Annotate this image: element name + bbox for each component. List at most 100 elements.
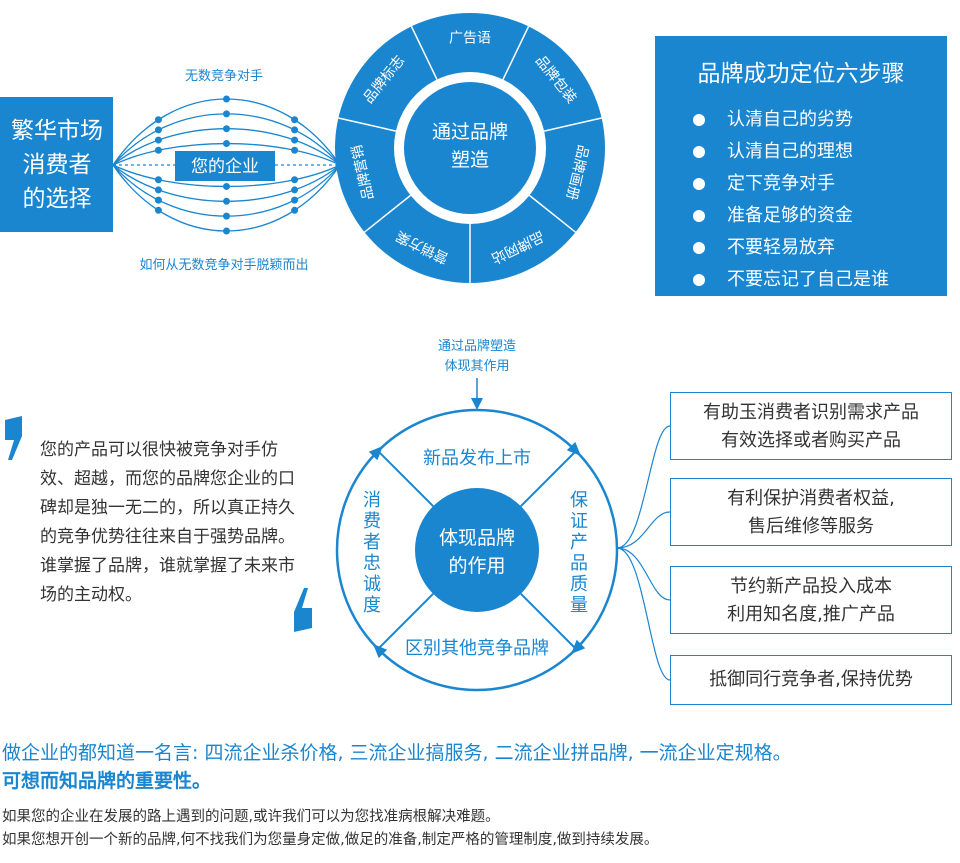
competitor-dot bbox=[154, 116, 162, 124]
bottom-line-1: 做企业的都知道一名言: 四流企业杀价格, 三流企业搞服务, 二流企业拼品牌, 一… bbox=[2, 742, 792, 764]
competitor-dot bbox=[223, 110, 230, 118]
six-steps-box: 品牌成功定位六步骤 认清自己的劣势 认清自己的理想 定下竞争对手 准备足够的资金… bbox=[655, 36, 947, 296]
cycle-left-label: 忠 bbox=[363, 553, 381, 574]
wheel-divider bbox=[363, 194, 412, 233]
competitor-dot bbox=[291, 206, 299, 214]
benefit-box-2: 有利保护消费者权益, 售后维修等服务 bbox=[670, 478, 952, 546]
cycle-left-label: 者 bbox=[363, 532, 381, 553]
benefit-1-line-1: 有助玉消费者识别需求产品 bbox=[703, 402, 919, 423]
benefit-2-line-2: 售后维修等服务 bbox=[748, 516, 874, 537]
competitor-dot bbox=[291, 146, 299, 154]
brand-quote: 您的产品可以很快被竞争对手仿效、超越，而您的品牌您企业的口碑却是独一无二的，所以… bbox=[40, 440, 295, 605]
competitors-label: 无数竞争对手 bbox=[185, 68, 263, 84]
competitor-dot bbox=[154, 146, 162, 154]
benefit-box-4: 抵御同行竞争者,保持优势 bbox=[670, 655, 952, 705]
bottom-line-3: 如果您的企业在发展的路上遇到的问题,或许我们可以为您找准病根解决难题。 bbox=[2, 809, 500, 825]
wheel-divider bbox=[410, 26, 438, 80]
competitor-dot bbox=[291, 186, 299, 194]
consumer-choice-line-1: 繁华市场 bbox=[11, 118, 103, 144]
step-item: 定下竞争对手 bbox=[693, 168, 889, 200]
benefit-connector bbox=[616, 547, 671, 601]
benefit-connectors bbox=[616, 425, 671, 681]
bottom-line-2: 可想而知品牌的重要性。 bbox=[2, 770, 212, 792]
benefit-connector bbox=[616, 425, 671, 549]
cycle-left-label: 费 bbox=[363, 511, 381, 532]
competitor-dot bbox=[223, 212, 230, 220]
competitor-lines bbox=[112, 95, 341, 235]
six-steps-title: 品牌成功定位六步骤 bbox=[697, 61, 905, 87]
your-company-label: 您的企业 bbox=[191, 157, 259, 177]
cycle-right-label: 证 bbox=[570, 511, 588, 532]
wheel-center-line-2: 塑造 bbox=[451, 149, 489, 171]
step-item: 准备足够的资金 bbox=[693, 200, 889, 232]
competitor-dot bbox=[223, 197, 230, 205]
benefit-connector bbox=[616, 511, 671, 549]
cycle-arrow-icon bbox=[368, 446, 383, 461]
connector-line-2: 体现其作用 bbox=[444, 359, 509, 374]
competitor-dot bbox=[291, 176, 299, 184]
competitor-dot bbox=[154, 176, 162, 184]
cycle-arrow-icon bbox=[571, 639, 586, 654]
competitor-dot bbox=[223, 95, 230, 103]
open-quote-icon bbox=[5, 416, 22, 460]
cycle-top-label: 新品发布上市 bbox=[423, 448, 531, 469]
competitor-dot bbox=[223, 140, 230, 148]
consumer-choice-line-3: 的选择 bbox=[23, 186, 92, 212]
consumer-choice-line-2: 消费者 bbox=[23, 152, 92, 178]
wheel-center bbox=[404, 82, 536, 214]
wheel-divider bbox=[502, 26, 530, 80]
cycle-left-label: 度 bbox=[363, 595, 381, 616]
competitor-dot bbox=[223, 125, 230, 133]
competitor-dot bbox=[291, 136, 299, 144]
cycle-left-label: 诚 bbox=[363, 574, 381, 595]
competitor-dot bbox=[291, 196, 299, 204]
cycle-divider bbox=[520, 593, 577, 650]
wheel-center-line-1: 通过品牌 bbox=[432, 121, 508, 143]
cycle-right-label: 产 bbox=[570, 532, 588, 553]
competitor-dot bbox=[223, 182, 230, 190]
competitor-dot bbox=[154, 206, 162, 214]
step-item: 不要忘记了自己是谁 bbox=[693, 264, 889, 296]
cycle-divider bbox=[377, 593, 434, 650]
competitor-dot bbox=[291, 126, 299, 134]
benefit-1-line-2: 有效选择或者购买产品 bbox=[721, 430, 901, 451]
benefit-box-1: 有助玉消费者识别需求产品 有效选择或者购买产品 bbox=[670, 392, 952, 460]
cycle-bottom-label: 区别其他竞争品牌 bbox=[405, 638, 549, 659]
cycle-ring bbox=[335, 408, 619, 692]
step-item: 认清自己的理想 bbox=[693, 136, 889, 168]
wheel-divider bbox=[528, 194, 577, 233]
cycle-arrow-icon bbox=[566, 441, 581, 456]
benefit-connector bbox=[616, 547, 671, 681]
close-quote-icon bbox=[294, 588, 312, 632]
benefit-2-line-1: 有利保护消费者权益, bbox=[727, 488, 895, 509]
competitor-dot bbox=[223, 227, 230, 235]
wheel-divider bbox=[543, 117, 602, 132]
bottom-line-4: 如果您想开创一个新的品牌,何不找我们为您量身定做,做足的准备,制定严格的管理制度… bbox=[2, 832, 659, 848]
competitor-dot bbox=[154, 126, 162, 134]
cycle-arrow-icon bbox=[373, 644, 388, 659]
escape-question: 如何从无数竞争对手脱颖而出 bbox=[139, 257, 308, 273]
cycle-left-label: 消 bbox=[363, 490, 381, 511]
competitor-dot bbox=[154, 186, 162, 194]
cycle-divider bbox=[377, 450, 434, 507]
cycle-right-label: 质 bbox=[570, 574, 588, 595]
benefit-3-line-1: 节约新产品投入成本 bbox=[730, 576, 892, 597]
competitor-dot bbox=[291, 116, 299, 124]
connector-line-1: 通过品牌塑造 bbox=[438, 338, 516, 354]
competitor-dot bbox=[154, 196, 162, 204]
benefit-3-line-2: 利用知名度,推广产品 bbox=[727, 604, 895, 625]
your-company-box bbox=[175, 151, 275, 181]
cycle-right-label: 品 bbox=[570, 553, 588, 574]
benefit-4-line-1: 抵御同行竞争者,保持优势 bbox=[709, 669, 913, 690]
cycle-center bbox=[415, 488, 539, 612]
cycle-right-label: 量 bbox=[570, 595, 588, 616]
cycle-center-line-1: 体现品牌 bbox=[439, 527, 515, 549]
benefit-box-3: 节约新产品投入成本 利用知名度,推广产品 bbox=[670, 566, 952, 634]
competitor-dot bbox=[154, 136, 162, 144]
step-item: 不要轻易放弃 bbox=[693, 232, 889, 264]
consumer-choice-box bbox=[0, 97, 113, 232]
cycle-right-label: 保 bbox=[570, 490, 588, 511]
